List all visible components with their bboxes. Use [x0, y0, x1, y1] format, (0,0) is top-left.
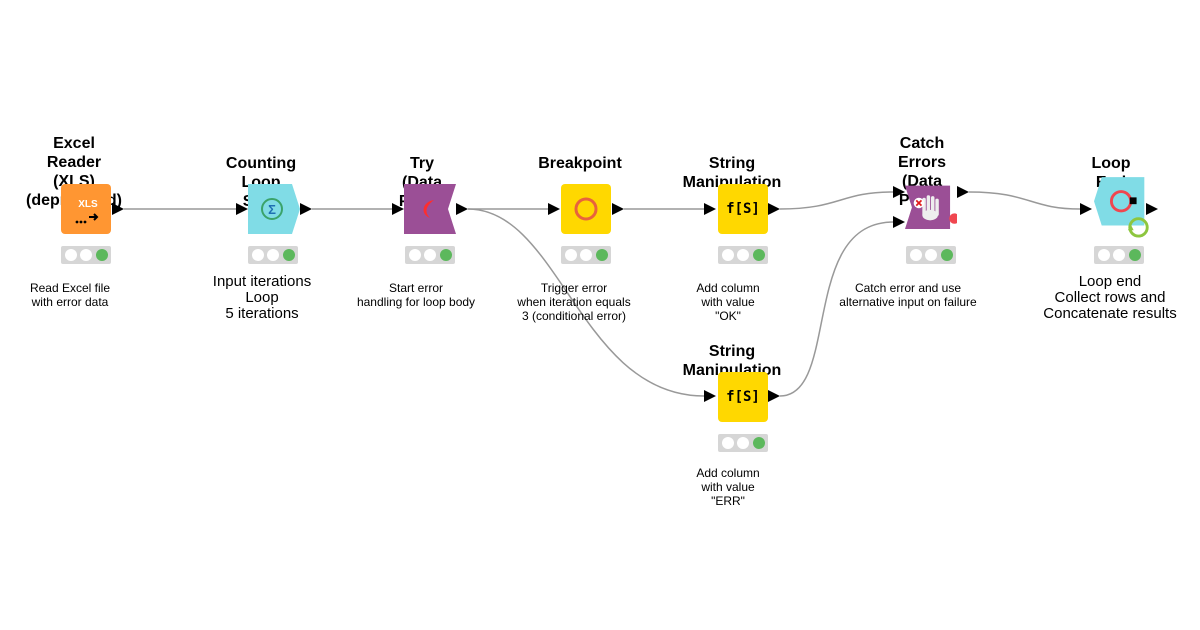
ports — [112, 186, 1158, 402]
status-lamp-red — [1097, 249, 1110, 261]
status-lamp-green — [595, 249, 608, 261]
node-status — [1094, 246, 1144, 264]
port-try-out-1[interactable] — [456, 203, 468, 215]
port-stringmanip1-in[interactable] — [704, 203, 716, 215]
string-manipulation-icon[interactable]: f[S] — [718, 184, 768, 234]
node-description: Trigger error when iteration equals 3 (c… — [517, 281, 631, 323]
status-lamp-green — [282, 249, 295, 261]
status-lamp-green — [940, 249, 953, 261]
connection-stringmanip2-to-catch[interactable] — [779, 221, 894, 397]
status-lamp-red — [721, 437, 734, 449]
status-lamp-red — [721, 249, 734, 261]
port-loopend-out[interactable] — [1146, 203, 1158, 215]
try-icon[interactable] — [404, 184, 456, 234]
node-description: Read Excel file with error data — [29, 281, 111, 309]
node-description: Add column with value "OK" — [696, 281, 760, 323]
port-stringmanip2-out[interactable] — [768, 390, 780, 402]
port-catch-out[interactable] — [957, 186, 969, 198]
string-manipulation-label: f[S] — [726, 201, 760, 217]
breakpoint-icon[interactable] — [561, 184, 611, 234]
node-status — [561, 246, 611, 264]
status-lamp-yellow — [80, 249, 92, 261]
connection-catch-to-loopend[interactable] — [968, 191, 1081, 210]
port-excel-out[interactable] — [112, 203, 124, 215]
port-stringmanip1-out[interactable] — [768, 203, 780, 215]
status-lamp-yellow — [424, 249, 436, 261]
port-breakpoint-in[interactable] — [548, 203, 560, 215]
status-lamp-green — [752, 437, 765, 449]
node-description: Start error handling for loop body — [356, 281, 476, 309]
port-breakpoint-out[interactable] — [612, 203, 624, 215]
node-status — [61, 246, 111, 264]
port-catch-in-2[interactable] — [893, 216, 905, 228]
status-lamp-yellow — [925, 249, 937, 261]
status-lamp-yellow — [737, 437, 749, 449]
connection-try-to-stringmanip2[interactable] — [467, 208, 705, 397]
node-description: Input iterations Loop 5 iterations — [212, 273, 312, 322]
string-manipulation-icon[interactable]: f[S] — [718, 372, 768, 422]
port-loopstart-out[interactable] — [300, 203, 312, 215]
xls-reader-icon[interactable]: XLS — [61, 184, 111, 234]
node-description: Catch error and use alternative input on… — [839, 281, 977, 309]
sigma-loop-icon[interactable]: Σ — [248, 184, 300, 234]
port-loopstart-in[interactable] — [236, 203, 248, 215]
status-lamp-yellow — [737, 249, 749, 261]
connection-stringmanip1-to-catch[interactable] — [779, 191, 894, 210]
status-lamp-green — [752, 249, 765, 261]
node-description: Loop end Collect rows and Concatenate re… — [1043, 273, 1177, 322]
node-status — [718, 434, 768, 452]
connections — [124, 191, 1081, 397]
port-loopend-in[interactable] — [1080, 203, 1092, 215]
status-lamp-red — [64, 249, 77, 261]
port-try-in[interactable] — [392, 203, 404, 215]
svg-text:Σ: Σ — [268, 202, 276, 217]
node-status — [718, 246, 768, 264]
node-description: Add column with value "ERR" — [696, 466, 760, 508]
node-title: Breakpoint — [538, 155, 622, 172]
port-stringmanip2-in[interactable] — [704, 390, 716, 402]
catch-errors-icon[interactable] — [905, 184, 957, 234]
status-lamp-green — [1128, 249, 1141, 261]
status-lamp-red — [251, 249, 264, 261]
xls-label: XLS — [78, 199, 98, 210]
node-status — [906, 246, 956, 264]
status-lamp-green — [95, 249, 108, 261]
node-status — [405, 246, 455, 264]
status-lamp-yellow — [267, 249, 279, 261]
status-lamp-red — [909, 249, 922, 261]
status-lamp-red — [408, 249, 421, 261]
string-manipulation-label: f[S] — [726, 389, 760, 405]
status-lamp-yellow — [580, 249, 592, 261]
error-indicator — [949, 212, 957, 224]
status-lamp-yellow — [1113, 249, 1125, 261]
node-status — [248, 246, 298, 264]
status-lamp-red — [564, 249, 577, 261]
loop-end-icon[interactable] — [1094, 177, 1154, 238]
port-catch-in-1[interactable] — [893, 186, 905, 198]
status-lamp-green — [439, 249, 452, 261]
